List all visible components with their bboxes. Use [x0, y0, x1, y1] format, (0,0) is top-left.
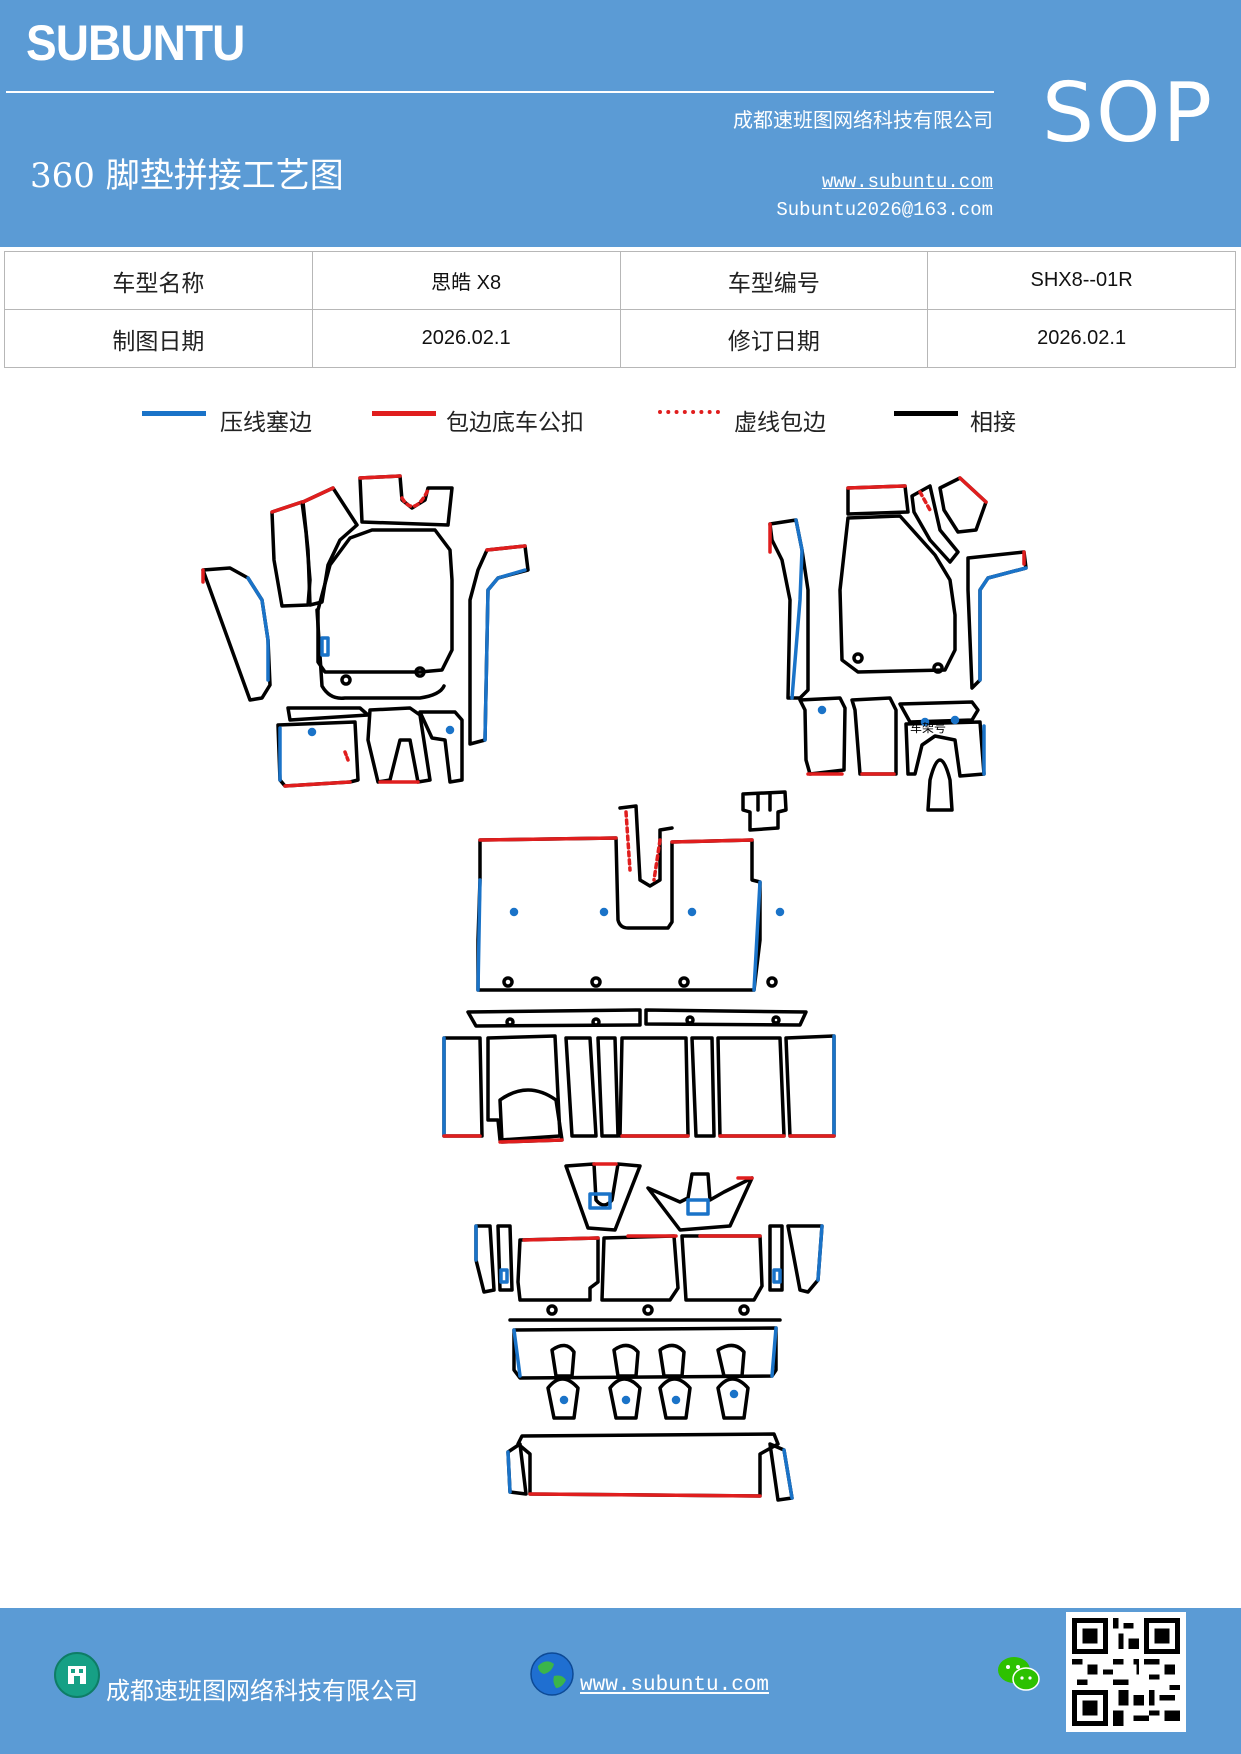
- header-divider: [6, 91, 994, 93]
- right-front-mat: 车架号: [768, 476, 1028, 812]
- table-row: 制图日期 2026.02.1 修订日期 2026.02.1: [4, 309, 1236, 368]
- legend-swatch-red-dotted: [658, 410, 720, 414]
- table-row: 车型名称 思皓 X8 车型编号 SHX8--01R: [4, 251, 1236, 310]
- floor-mat-drawing: 车架号: [201, 474, 1028, 1502]
- legend-label-press-edge: 压线塞边: [220, 410, 312, 436]
- footer-website-link[interactable]: www.subuntu.com: [580, 1674, 770, 1697]
- revision-date-label: 修订日期: [619, 309, 929, 368]
- legend-swatch-blue: [142, 411, 206, 416]
- legend-swatch-black: [894, 411, 958, 416]
- model-code-value: SHX8--01R: [927, 251, 1236, 310]
- globe-icon: [528, 1650, 576, 1698]
- header-website-link[interactable]: www.subuntu.com: [821, 171, 993, 193]
- footer-company: 成都速班图网络科技有限公司: [106, 1677, 418, 1705]
- vehicle-info-table: 车型名称 思皓 X8 车型编号 SHX8--01R 制图日期 2026.02.1…: [4, 251, 1236, 368]
- wechat-icon[interactable]: [996, 1652, 1042, 1696]
- rear-floor-mat: [442, 790, 836, 1144]
- legend-label-dotted-edge: 虚线包边: [734, 410, 826, 436]
- brand-logo: SUBUNTU: [26, 15, 245, 71]
- header-company: 成都速班图网络科技有限公司: [733, 108, 993, 132]
- rail-connectors: [474, 1162, 824, 1322]
- legend-label-joint: 相接: [970, 410, 1016, 436]
- legend-swatch-red: [372, 411, 436, 416]
- header-email: Subuntu2026@163.com: [776, 199, 993, 221]
- revision-date-value: 2026.02.1: [927, 309, 1236, 368]
- sop-badge: SOP: [1042, 66, 1215, 161]
- model-name-label: 车型名称: [4, 251, 313, 310]
- model-name-value: 思皓 X8: [311, 251, 621, 310]
- draw-date-label: 制图日期: [4, 309, 313, 368]
- page-title: 360 脚垫拼接工艺图: [30, 156, 344, 196]
- header-banner: [0, 0, 1241, 247]
- frame-number-label: 车架号: [910, 720, 946, 735]
- draw-date-value: 2026.02.1: [311, 309, 621, 368]
- rear-row-mats: [506, 1326, 794, 1502]
- legend-label-binding-edge: 包边底车公扣: [446, 410, 584, 436]
- building-icon: [54, 1652, 100, 1698]
- model-code-label: 车型编号: [619, 251, 929, 310]
- left-front-mat: [201, 474, 530, 788]
- qr-code[interactable]: [1066, 1612, 1186, 1732]
